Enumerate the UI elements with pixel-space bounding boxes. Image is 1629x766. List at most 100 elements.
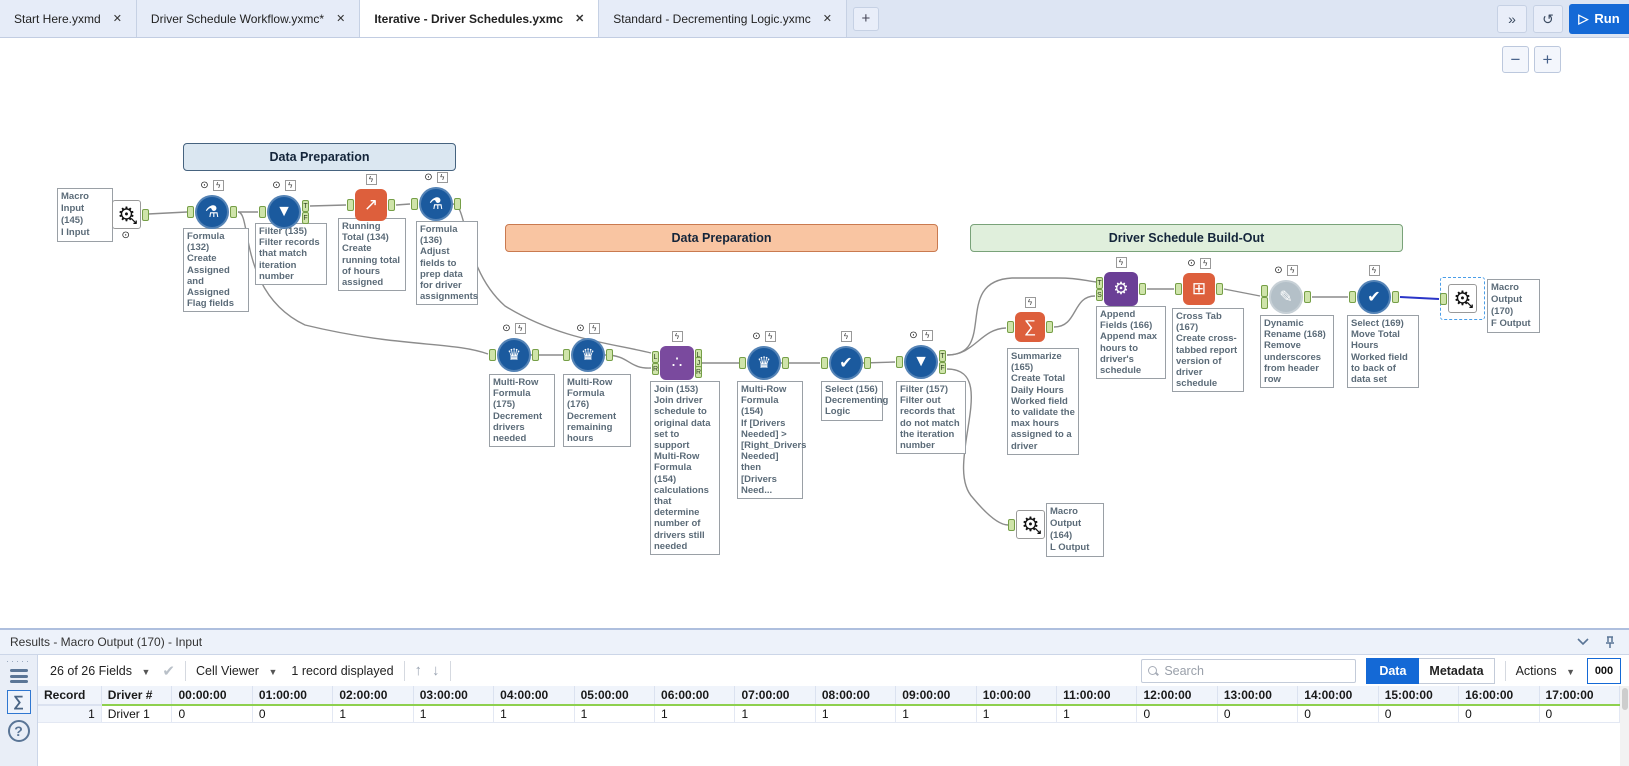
data-cell[interactable]: 0 (252, 705, 334, 723)
data-view-icon[interactable]: ∑ (6, 690, 31, 714)
select-tool-156[interactable]: ✔ϟ (821, 331, 871, 380)
tool-annotation[interactable]: Filter (135) Filter records that match i… (255, 223, 327, 286)
data-cell[interactable]: 1 (815, 705, 897, 723)
tool-annotation[interactable]: Multi-Row Formula (154) If [Drivers Need… (737, 381, 806, 500)
data-cell[interactable]: 1 (332, 705, 414, 723)
input-anchor[interactable] (821, 357, 828, 369)
output-anchor[interactable] (606, 349, 613, 361)
column-header[interactable]: 11:00:00 (1056, 686, 1138, 706)
tool-annotation[interactable]: Join (153) Join driver schedule to origi… (650, 381, 720, 556)
input-anchor[interactable] (187, 206, 194, 218)
prev-record-icon[interactable]: ↑ (414, 662, 423, 679)
column-header[interactable]: 07:00:00 (734, 686, 816, 706)
pin-icon[interactable] (1603, 635, 1617, 649)
column-header[interactable]: 09:00:00 (895, 686, 977, 706)
history-button[interactable]: ↺ (1533, 4, 1563, 33)
macro-io-label[interactable]: Macro Output (170) F Output (1487, 279, 1540, 333)
macro-io-label[interactable]: Macro Output (164) L Output (1046, 503, 1104, 557)
column-header[interactable]: 17:00:00 (1539, 686, 1620, 706)
column-header[interactable]: 00:00:00 (171, 686, 253, 706)
tab-start-here[interactable]: Start Here.yxmd ✕ (0, 0, 137, 37)
tool-annotation[interactable]: Dynamic Rename (168) Remove underscores … (1260, 315, 1334, 389)
container-data-preparation-1[interactable]: Data Preparation (183, 143, 456, 171)
select-tool-169[interactable]: ✔ϟ (1349, 265, 1399, 314)
column-header[interactable]: 14:00:00 (1297, 686, 1379, 706)
zoom-out-button[interactable]: − (1502, 46, 1529, 73)
close-icon[interactable]: ✕ (112, 13, 122, 25)
output-anchor[interactable] (142, 209, 149, 221)
output-anchor[interactable]: F (302, 212, 309, 224)
tab-driver-schedule-workflow[interactable]: Driver Schedule Workflow.yxmc* ✕ (136, 0, 361, 37)
output-anchor[interactable] (864, 357, 871, 369)
run-button[interactable]: ▷ Run (1569, 3, 1629, 34)
summarize-tool-165[interactable]: ∑ϟ (1007, 297, 1053, 342)
data-cell[interactable]: 0 (1136, 705, 1218, 723)
input-anchor[interactable] (1261, 297, 1268, 309)
data-cell[interactable]: 1 (976, 705, 1058, 723)
results-title-bar[interactable]: Results - Macro Output (170) - Input (0, 628, 1629, 655)
data-cell[interactable]: 0 (1378, 705, 1460, 723)
input-anchor[interactable] (259, 206, 266, 218)
tool-annotation[interactable]: Formula (136) Adjust fields to prep data… (416, 221, 478, 306)
input-anchor[interactable] (1349, 291, 1356, 303)
tool-annotation[interactable]: Running Total (134) Create running total… (338, 218, 406, 292)
cross-tab-tool-167[interactable]: ⊞⊙ϟ (1175, 258, 1223, 305)
output-anchor[interactable] (388, 199, 395, 211)
column-header[interactable]: Record (38, 686, 102, 706)
column-header[interactable]: 10:00:00 (976, 686, 1058, 706)
output-anchor[interactable] (1392, 291, 1399, 303)
zoom-in-button[interactable]: + (1534, 46, 1561, 73)
apply-check-icon[interactable]: ✔ (162, 662, 175, 680)
running-total-tool-134[interactable]: ↗ϟ (347, 174, 395, 221)
data-cell[interactable]: 0 (1539, 705, 1620, 723)
input-anchor[interactable]: R (652, 363, 659, 375)
tool-annotation[interactable]: Select (156) Decrementing Logic (821, 381, 888, 421)
tool-annotation[interactable]: Cross Tab (167) Create cross-tabbed repo… (1172, 308, 1244, 393)
tab-overflow-button[interactable]: » (1497, 4, 1527, 33)
input-anchor[interactable] (347, 199, 354, 211)
formula-tool-136[interactable]: ⚗⊙ϟ (411, 172, 461, 221)
column-header[interactable]: 08:00:00 (815, 686, 897, 706)
io-tool-145[interactable]: ⚙↘⊙ (112, 200, 149, 241)
data-cell[interactable]: 1 (734, 705, 816, 723)
column-header[interactable]: 12:00:00 (1136, 686, 1218, 706)
io-tool-164[interactable]: ⚙↘ (1008, 510, 1045, 539)
help-icon[interactable]: ? (7, 720, 30, 742)
column-header[interactable]: 05:00:00 (574, 686, 656, 706)
container-data-preparation-2[interactable]: Data Preparation (505, 224, 938, 252)
output-anchor[interactable] (1139, 283, 1146, 295)
output-anchor[interactable] (1216, 283, 1223, 295)
data-cell[interactable]: 1 (493, 705, 575, 723)
multi-row-formula-tool-176[interactable]: ♛⊙ϟ (563, 323, 613, 372)
data-cell[interactable]: 1 (1056, 705, 1138, 723)
tool-annotation[interactable]: Append Fields (166) Append max hours to … (1096, 306, 1166, 380)
column-header[interactable]: 06:00:00 (654, 686, 736, 706)
formula-tool-132[interactable]: ⚗⊙ϟ (187, 180, 237, 229)
fields-dropdown[interactable]: 26 of 26 Fields ▼ (50, 664, 150, 678)
input-anchor[interactable]: L (652, 351, 659, 363)
column-header[interactable]: 04:00:00 (493, 686, 575, 706)
results-vertical-scrollbar[interactable] (1620, 686, 1629, 766)
workflow-canvas[interactable]: − + Data Preparation Data Preparation Dr… (0, 38, 1629, 614)
input-anchor[interactable] (489, 349, 496, 361)
output-anchor[interactable] (782, 357, 789, 369)
close-icon[interactable]: ✕ (336, 13, 346, 25)
input-anchor[interactable] (1008, 519, 1015, 531)
search-input[interactable]: Search (1141, 658, 1357, 683)
tool-annotation[interactable]: Formula (132) Create Assigned and Assign… (183, 228, 249, 313)
input-anchor[interactable] (896, 356, 903, 368)
data-cell[interactable]: 0 (171, 705, 253, 723)
data-cell[interactable]: 0 (1458, 705, 1540, 723)
input-anchor[interactable] (1007, 321, 1014, 333)
column-header[interactable]: 03:00:00 (413, 686, 495, 706)
dynamic-rename-tool-168[interactable]: ✎⊙ϟ (1261, 265, 1311, 314)
data-cell[interactable]: 1 (654, 705, 736, 723)
tab-iterative-driver-schedules[interactable]: Iterative - Driver Schedules.yxmc ✕ (360, 0, 600, 37)
data-cell[interactable]: 0 (1217, 705, 1299, 723)
data-cell[interactable]: Driver 1 (101, 705, 173, 723)
